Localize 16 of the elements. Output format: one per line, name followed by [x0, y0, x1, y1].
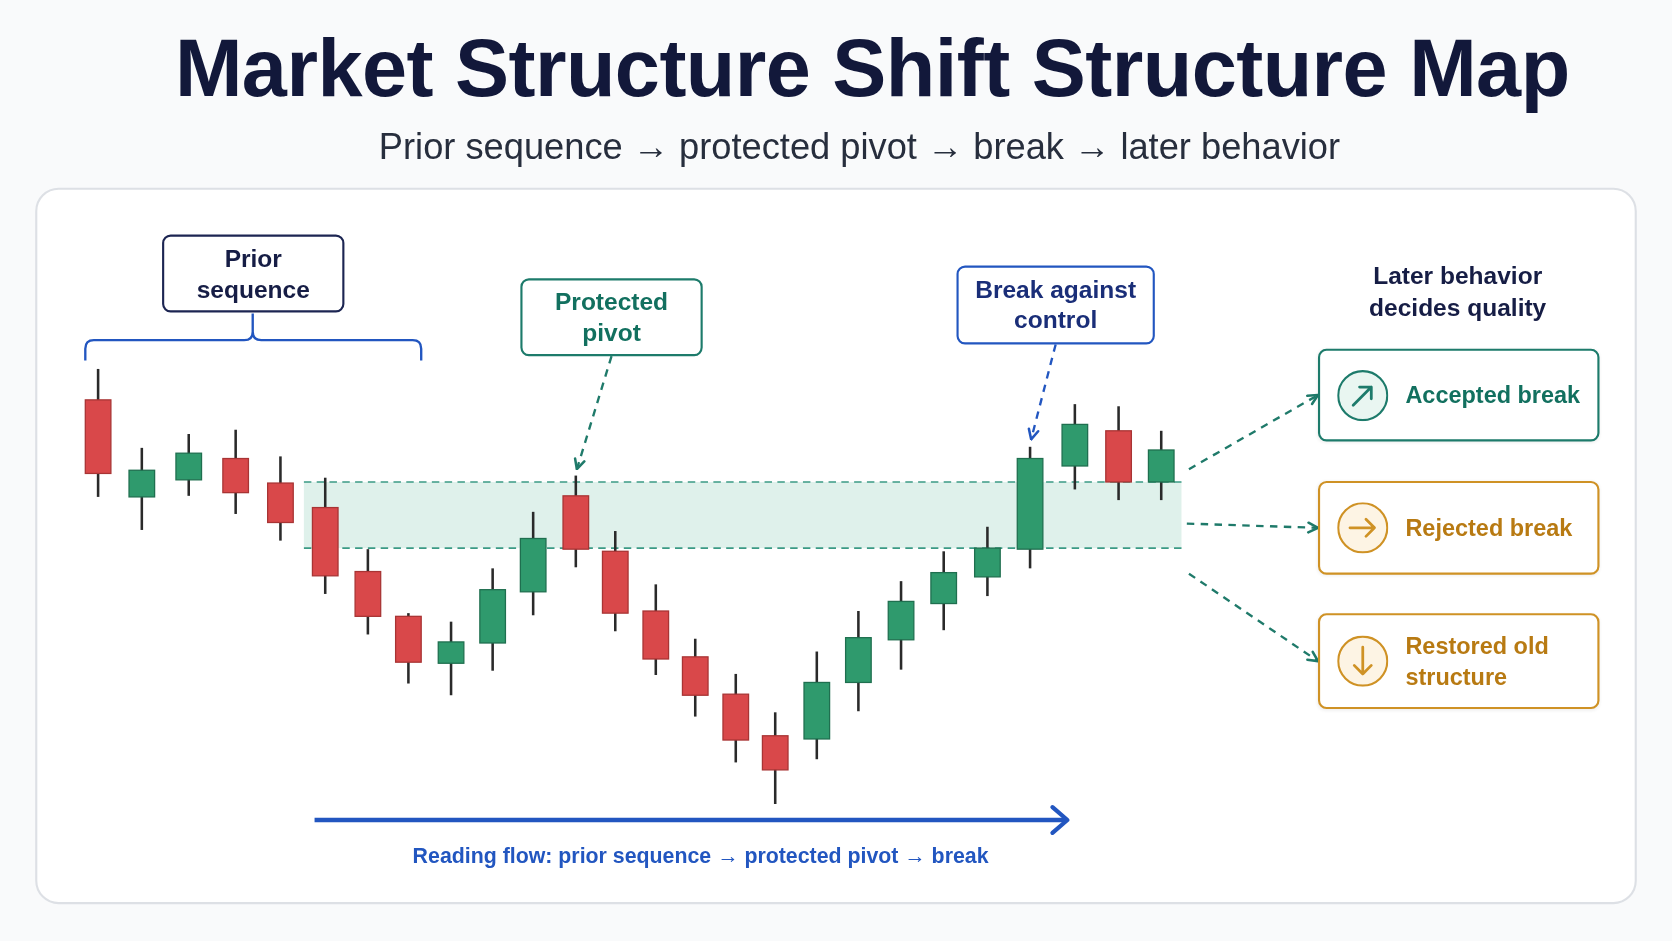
outcome-box — [1318, 348, 1600, 442]
callout-box — [520, 278, 703, 357]
flow-caption: Reading flow: prior sequence → protected pivot → break — [412, 842, 989, 868]
callout-label: Protected pivot — [553, 286, 670, 348]
callout-box — [162, 234, 345, 313]
title: Market Structure Shift Structure Map — [174, 25, 1570, 111]
callout-label: Break against control — [974, 274, 1138, 336]
outcome-box — [1318, 480, 1600, 575]
callout-box — [956, 265, 1155, 345]
callout-label: Prior sequence — [195, 242, 311, 305]
outcome-box — [1318, 613, 1600, 710]
outcome-label: Restored old structure — [1405, 631, 1550, 692]
column-heading: Later behavior decides quality — [1368, 260, 1548, 323]
outcome-label: Accepted break — [1405, 380, 1581, 411]
outcome-label: Rejected break — [1405, 513, 1573, 544]
subtitle: Prior sequence → protected pivot → break → later behavior — [378, 124, 1341, 169]
